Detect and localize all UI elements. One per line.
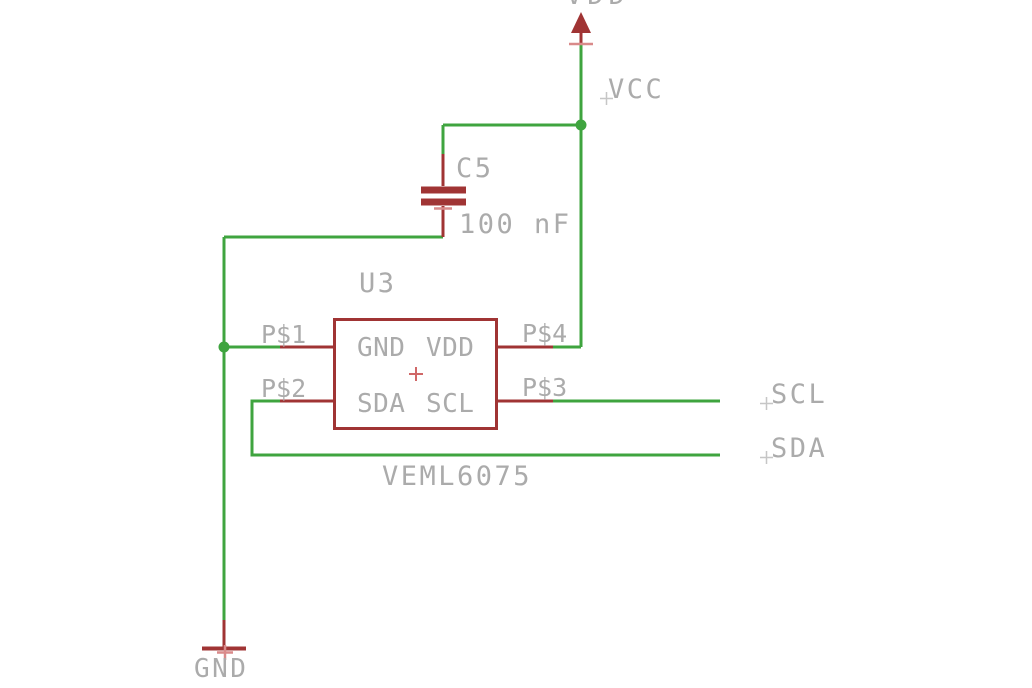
ic-part-name: VEML6075 <box>382 461 532 492</box>
scl-net-label-group: SCL <box>760 379 827 410</box>
gnd-symbol-label: GND <box>194 654 248 684</box>
vdd-power-flag: VDD <box>566 0 630 46</box>
sda-net-label-group: SDA <box>760 433 827 464</box>
ic-body <box>333 318 498 430</box>
capacitor-top-plate <box>421 186 466 194</box>
ic-pad-vdd-label: VDD <box>426 333 474 363</box>
ic-pad-sda-label: SDA <box>357 389 405 419</box>
ic-pin-3-label: P$3 <box>522 373 567 402</box>
capacitor-designator: C5 <box>456 153 494 184</box>
ic-pad-gnd-label: GND <box>357 333 405 363</box>
sda-label-origin-cross <box>760 451 773 464</box>
gnd-pin-marker <box>217 645 233 660</box>
ic-designator: U3 <box>359 268 397 299</box>
ic-u3: U3 GND VDD SDA SCL P$1 P$2 P$4 P$3 VEML6… <box>261 268 567 492</box>
capacitor-value: 100 nF <box>459 209 572 240</box>
sda-net-label: SDA <box>771 433 827 464</box>
junction-dot-vdd <box>575 119 587 131</box>
vdd-arrow-icon <box>571 12 591 33</box>
scl-net-label: SCL <box>771 379 827 410</box>
ic-pin-wires <box>280 345 553 403</box>
ic-origin-cross <box>409 367 423 381</box>
gnd-symbol: GND <box>194 620 248 684</box>
power-flag-vdd-label: VDD <box>566 0 630 11</box>
ic-pin-1-label: P$1 <box>261 320 306 349</box>
net-gnd-wire <box>222 235 443 620</box>
vcc-net-label-group: VCC <box>600 74 664 105</box>
vcc-net-label: VCC <box>608 74 664 105</box>
ic-pin-2-label: P$2 <box>261 374 306 403</box>
capacitor-bottom-plate <box>421 198 466 206</box>
ic-pad-scl-label: SCL <box>426 389 474 419</box>
net-wires <box>218 44 720 620</box>
vcc-label-origin-cross <box>600 92 613 105</box>
net-sda-wire <box>250 399 720 457</box>
net-vdd-wire <box>441 44 583 349</box>
scl-label-origin-cross <box>760 397 773 410</box>
capacitor-c5: C5 100 nF <box>421 153 572 240</box>
junction-dot-gnd <box>218 341 230 353</box>
ic-pin-4-label: P$4 <box>522 319 567 348</box>
